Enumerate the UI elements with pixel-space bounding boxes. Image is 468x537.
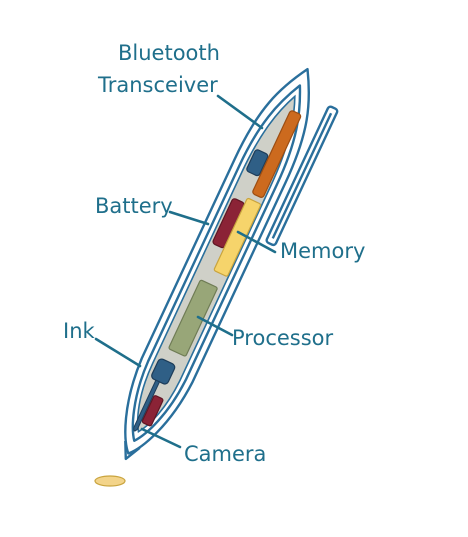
memory-label: Memory: [280, 239, 365, 263]
pen-clip: [265, 105, 339, 247]
processor-label: Processor: [232, 326, 334, 350]
bluetooth-leader-line: [216, 94, 264, 130]
memory-leader-line: [236, 230, 277, 254]
camera-leader-line: [140, 427, 182, 449]
camera-module: [141, 395, 164, 427]
ink-label: Ink: [63, 319, 96, 343]
pen-nib: [124, 440, 141, 461]
bluetooth-antenna: [252, 110, 302, 198]
camera-label: Camera: [184, 442, 266, 466]
pen-body: [124, 67, 339, 461]
bluetooth-transceiver-module: [246, 149, 269, 177]
pen-tip: [94, 475, 126, 487]
pen-clip-inner-line: [271, 112, 333, 239]
pen-outer-shell: [124, 67, 311, 455]
bluetooth-label-line1: Bluetooth: [118, 41, 220, 65]
processor-leader-line: [196, 315, 234, 337]
pen-inner-contour: [131, 84, 302, 442]
bluetooth-label-line2: Transceiver: [97, 73, 218, 97]
battery-leader-line: [168, 210, 210, 226]
processor-chip: [168, 279, 218, 357]
ink-leader-line: [94, 337, 142, 368]
memory-chip: [213, 197, 262, 277]
battery-label: Battery: [95, 194, 173, 218]
ink-refill-tube: [133, 379, 161, 432]
